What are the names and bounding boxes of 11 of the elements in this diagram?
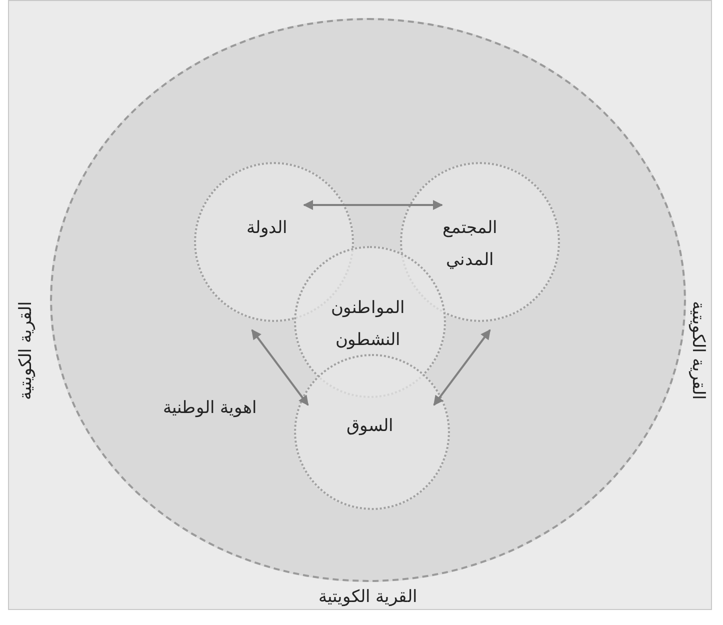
side-label: القرية الكويتية: [688, 300, 710, 400]
double-arrow: [251, 329, 309, 406]
circle-label: المواطنون النشطون: [330, 297, 406, 352]
double-arrow: [433, 329, 491, 406]
circle-label: المجتمع المدني: [442, 217, 498, 272]
circle-label: الدولة: [246, 217, 288, 240]
side-label: القرية الكويتية: [16, 300, 36, 400]
side-label: القرية الكويتية: [318, 586, 418, 606]
region-label: اهوية الوطنية: [162, 397, 258, 420]
double-arrow: [303, 200, 443, 210]
circle-label: السوق: [346, 415, 394, 438]
